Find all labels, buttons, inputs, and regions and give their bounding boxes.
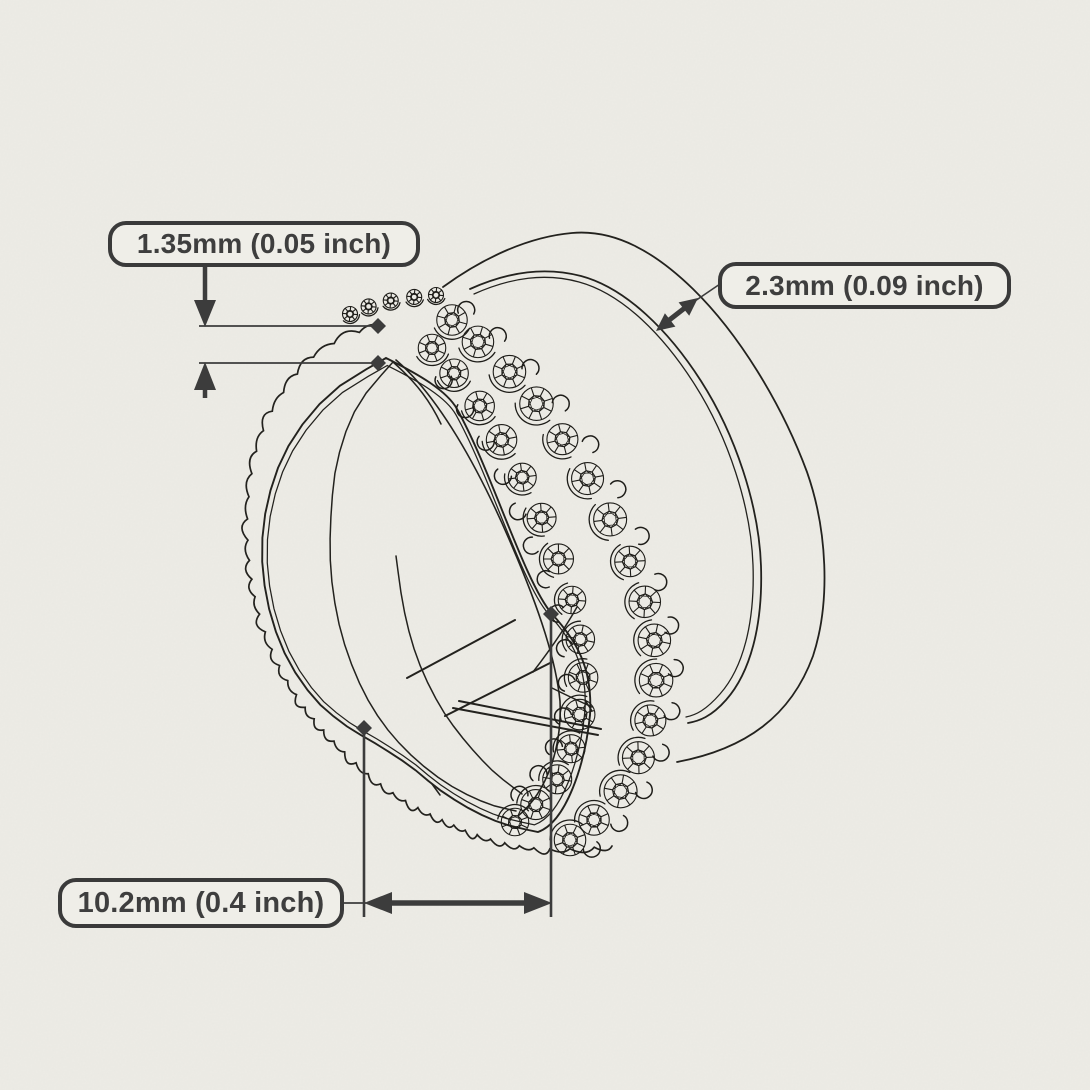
arrowhead-left (364, 892, 392, 914)
inner-diameter-dimension (343, 620, 553, 917)
scalloped-outer-edge (241, 323, 613, 855)
arrowhead-right (524, 892, 552, 914)
measurement-marker (356, 720, 372, 736)
measurement-marker (370, 318, 386, 334)
band-height-dimension (194, 266, 371, 398)
band-width-dimension (656, 283, 721, 331)
construction-line-3b (458, 700, 602, 730)
bore-far-rim-right-stub (392, 361, 442, 425)
measurement-marker (370, 355, 386, 371)
back-band-inner-rim-edge (473, 276, 754, 718)
back-band (442, 231, 826, 763)
dimension-annotations (194, 266, 721, 917)
arrowhead-upper-right (678, 298, 698, 316)
measurement-markers (356, 318, 559, 736)
back-band-outer-rim (442, 231, 826, 763)
arrowhead-down (194, 300, 216, 327)
arrowhead-up (194, 362, 216, 390)
arrowhead-lower-left (656, 313, 676, 331)
band-inner-edge (395, 359, 561, 817)
back-band-inner-rim (469, 270, 763, 724)
dimension-label-inner-diameter: 10.2mm (0.4 inch) (58, 878, 344, 928)
through-hole-band-arc (395, 555, 523, 795)
construction-line-1 (406, 619, 516, 679)
dimension-label-band-height: 1.35mm (0.05 inch) (108, 221, 420, 267)
bore-far-rim (329, 361, 517, 812)
measurement-marker (543, 606, 559, 622)
construction-line-2 (444, 661, 553, 717)
pave-stones (341, 286, 684, 858)
band-width-arrow-shaft (666, 305, 688, 323)
dimension-label-band-width: 2.3mm (0.09 inch) (718, 262, 1011, 309)
band-width-leader-line (694, 283, 721, 302)
